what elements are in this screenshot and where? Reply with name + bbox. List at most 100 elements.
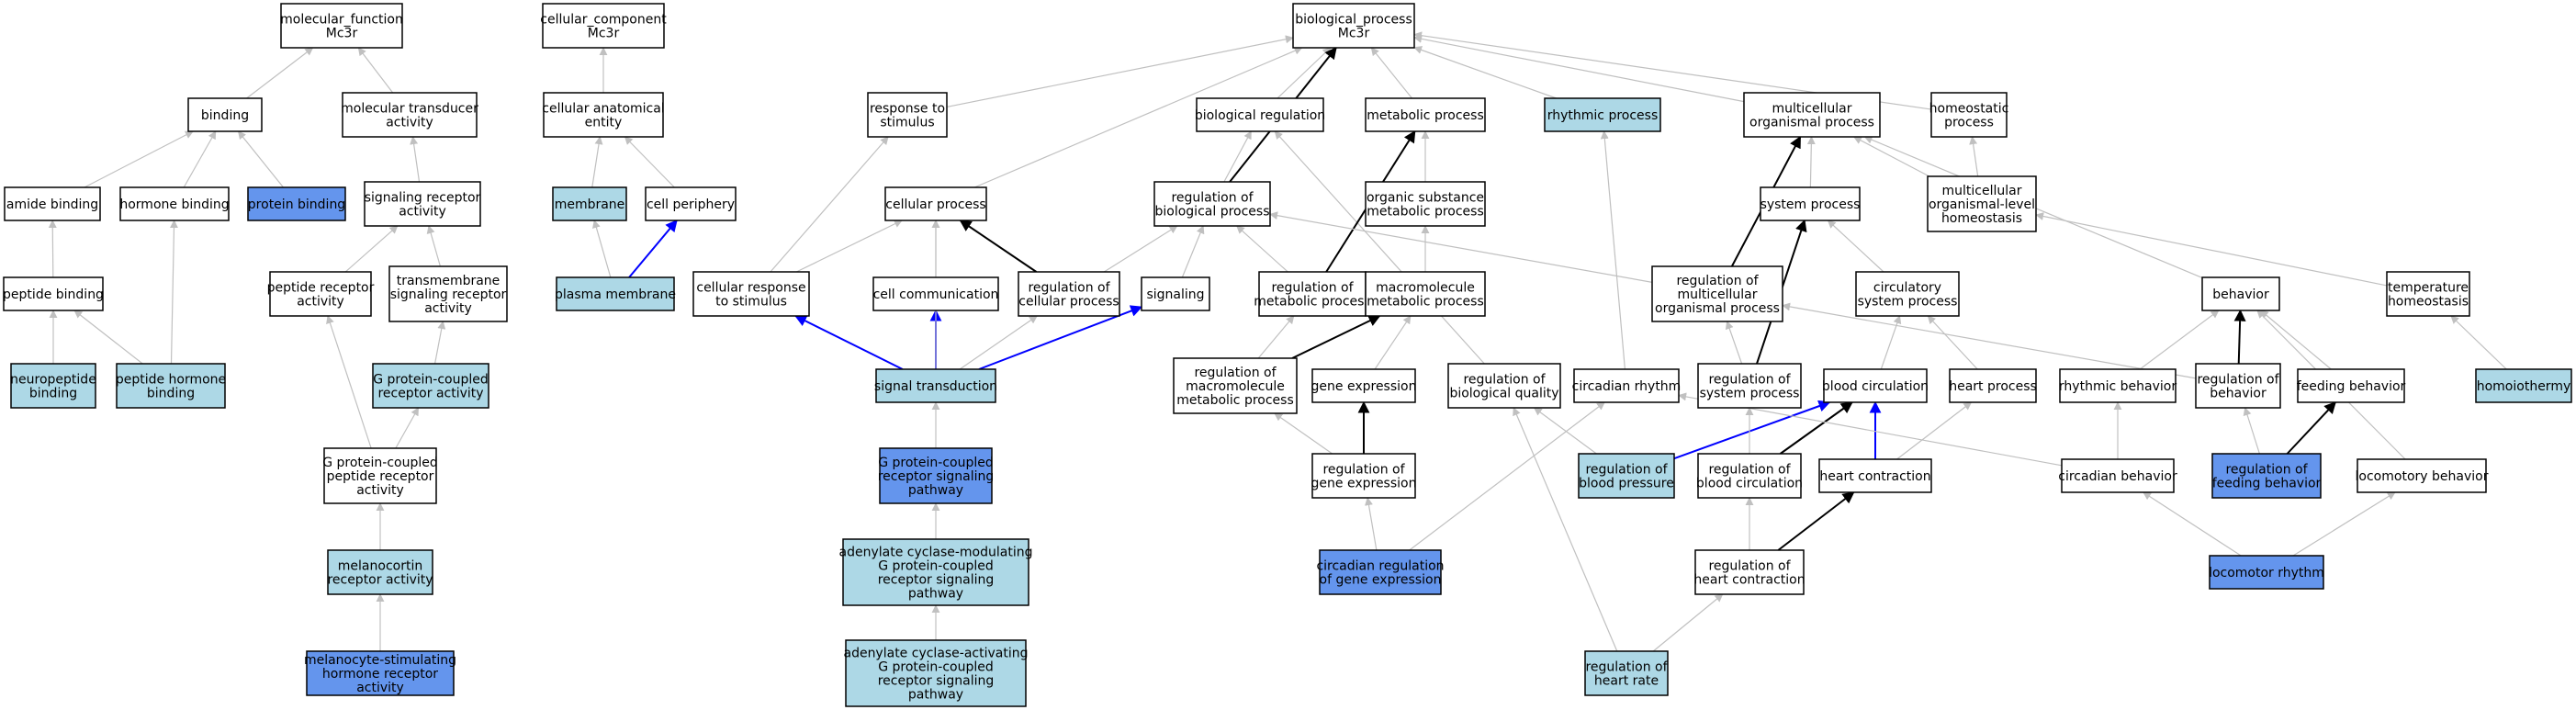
go-term-node[interactable]: peptide binding (3, 276, 104, 311)
edge-gray (2143, 491, 2242, 557)
go-term-node[interactable]: blood circulation (1822, 368, 1929, 403)
go-term-node[interactable]: signaling (1141, 276, 1210, 311)
node-label: regulation of (1271, 281, 1354, 296)
go-term-node[interactable]: circadian rhythm (1572, 368, 1682, 403)
node-box (1292, 3, 1415, 49)
edge-gray (410, 136, 421, 183)
go-term-node[interactable]: cell periphery (645, 186, 737, 221)
node-label: blood circulation (1696, 477, 1803, 491)
node-label: regulation of (1708, 463, 1791, 478)
go-term-node[interactable]: locomotory behavior (2356, 458, 2489, 493)
node-box (1578, 453, 1675, 499)
go-term-node[interactable]: cellular process (884, 186, 987, 221)
go-term-node[interactable]: biological regulation (1195, 97, 1325, 132)
go-term-node[interactable]: rhythmic behavior (2059, 368, 2177, 403)
go-term-node[interactable]: hormone binding (119, 186, 230, 221)
go-term-node[interactable]: protein binding (247, 186, 346, 221)
go-term-node[interactable]: binding (187, 97, 263, 132)
go-term-node[interactable]: circadian behavior (2058, 458, 2177, 493)
edge-gray (395, 407, 420, 449)
go-term-node[interactable]: signal transduction (874, 368, 997, 403)
node-label: receptor signaling (878, 674, 995, 689)
node-label: activity (386, 116, 433, 130)
go-term-node[interactable]: cell communication (872, 276, 999, 311)
go-term-node[interactable]: homoiothermy (2475, 368, 2572, 403)
node-label: regulation of (2197, 373, 2279, 388)
node-label: signaling receptor (390, 287, 507, 302)
node-box (323, 447, 437, 504)
go-term-node[interactable]: metabolic process (1365, 97, 1486, 132)
go-term-node[interactable]: behavior (2201, 276, 2280, 311)
edge-gray (84, 130, 194, 188)
go-term-node[interactable]: heart process (1949, 368, 2037, 403)
node-box (1697, 453, 1802, 499)
node-box (342, 92, 478, 138)
go-term-node[interactable]: feeding behavior (2297, 368, 2406, 403)
node-box (1818, 458, 1932, 493)
node-box (2297, 368, 2405, 403)
node-box (327, 549, 433, 595)
node-label: cellular anatomical (542, 102, 664, 117)
node-label: regulation of (1585, 660, 1668, 675)
go-term-node[interactable]: membrane (552, 186, 627, 221)
node-label: regulation of (1676, 274, 1759, 288)
node-box (187, 97, 263, 132)
edge-gray (1374, 315, 1412, 370)
go-term-node[interactable]: plasma membrane (555, 276, 676, 311)
node-label: process (1944, 116, 1994, 130)
node-box (119, 186, 230, 221)
node-box (884, 186, 987, 221)
go-term-node[interactable]: gene expression (1311, 368, 1417, 403)
go-term-node[interactable]: rhythmic process (1544, 97, 1661, 132)
edge-gray (344, 225, 399, 273)
node-label: biological_process (1295, 13, 1412, 28)
go-term-node[interactable]: system process (1760, 186, 1861, 221)
node-label: homeostasis (1941, 211, 2022, 226)
go-term-node[interactable]: locomotor rhythm (2209, 555, 2324, 590)
go-term-node[interactable]: heart contraction (1818, 458, 1932, 493)
node-label: binding (147, 387, 195, 401)
go-term-node[interactable]: amide binding (4, 186, 101, 221)
